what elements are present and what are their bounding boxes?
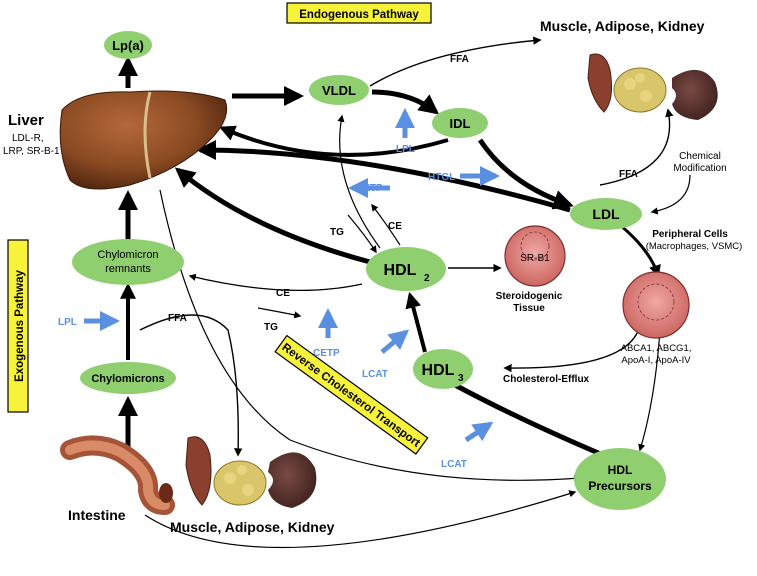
lpl-left-label: LPL: [58, 317, 77, 328]
intestine-illustration: [60, 435, 175, 515]
svg-text:Lp(a): Lp(a): [112, 38, 144, 53]
node-hdl-precursors: HDL Precursors: [574, 448, 666, 510]
cetp-top-label: CETP: [356, 183, 383, 194]
banner-exogenous: Exogenous Pathway: [7, 239, 29, 413]
chemical-mod-line2: Modification: [673, 163, 726, 174]
ffa-right-label: FFA: [619, 169, 638, 180]
svg-text:Chylomicron: Chylomicron: [97, 249, 158, 261]
tg-top-label: TG: [330, 227, 344, 238]
svg-text:HDL: HDL: [608, 463, 633, 477]
svg-text:Endogenous Pathway: Endogenous Pathway: [299, 9, 419, 21]
abc-line1: ABCA1, ABCG1,: [621, 343, 692, 354]
svg-text:Chylomicrons: Chylomicrons: [91, 373, 164, 385]
node-hdl2: HDL 2: [366, 247, 446, 291]
htgl-label: HTGL: [428, 172, 455, 183]
steroidogenic-label-2: Tissue: [513, 303, 545, 314]
sr-b1-label: SR-B1: [520, 253, 550, 264]
svg-text:2: 2: [424, 273, 430, 284]
svg-text:3: 3: [458, 373, 464, 384]
node-ldl: LDL: [570, 198, 642, 230]
steroidogenic-label-1: Steroidogenic: [496, 291, 563, 302]
cholesterol-efflux-label: Cholesterol-Efflux: [503, 374, 590, 385]
svg-text:HDL: HDL: [384, 262, 417, 279]
chemical-mod-line1: Chemical: [679, 151, 721, 162]
svg-text:HDL: HDL: [422, 362, 455, 379]
ce-top-label: CE: [388, 221, 402, 232]
cetp-bottom-label: CETP: [313, 348, 340, 359]
tg-bottom-label: TG: [264, 322, 278, 333]
node-vldl: VLDL: [309, 75, 369, 105]
lpl-top-label: LPL: [396, 144, 415, 155]
liver-receptors-line1: LDL-R,: [12, 133, 44, 144]
liver-label: Liver: [8, 112, 44, 129]
peripheral-cell: [622, 271, 690, 339]
svg-text:LDL: LDL: [592, 206, 620, 222]
ce-bottom-label: CE: [276, 288, 290, 299]
node-chylomicrons: Chylomicrons: [80, 362, 176, 394]
organs-top-illustration: [587, 53, 718, 120]
muscle-bottom-label: Muscle, Adipose, Kidney: [170, 519, 335, 535]
svg-text:VLDL: VLDL: [322, 83, 356, 98]
muscle-top-label: Muscle, Adipose, Kidney: [540, 18, 705, 34]
enzyme-arrows: [84, 108, 500, 443]
banner-reverse-cholesterol: Reverse Cholesterol Transport: [274, 334, 429, 455]
svg-text:remnants: remnants: [105, 263, 151, 275]
node-idl: IDL: [432, 108, 488, 138]
abc-line2: ApoA-I, ApoA-IV: [621, 355, 691, 366]
node-lpa: Lp(a): [104, 31, 152, 59]
intestine-label: Intestine: [68, 507, 126, 523]
svg-text:IDL: IDL: [450, 116, 471, 131]
peripheral-cells-title: Peripheral Cells: [652, 229, 728, 240]
sr-b1-cell: [504, 225, 566, 287]
peripheral-cells-sub: (Macrophages, VSMC): [646, 241, 743, 252]
organs-bottom-illustration: [185, 436, 317, 508]
banner-endogenous: Endogenous Pathway: [286, 2, 432, 24]
node-hdl3: HDL 3: [413, 349, 473, 389]
liver-receptors-line2: LRP, SR-B-1: [3, 146, 60, 157]
svg-text:Exogenous Pathway: Exogenous Pathway: [14, 269, 26, 381]
lcat-label-1: LCAT: [362, 369, 388, 380]
arrows: [118, 36, 691, 549]
node-chylomicron-remnants: Chylomicron remnants: [72, 239, 184, 285]
ffa-top-label: FFA: [450, 54, 469, 65]
svg-text:Reverse Cholesterol Transport: Reverse Cholesterol Transport: [280, 342, 423, 450]
svg-text:Precursors: Precursors: [588, 479, 652, 493]
lcat-label-2: LCAT: [441, 459, 467, 470]
ffa-left-label: FFA: [168, 313, 187, 324]
liver-illustration: [59, 90, 228, 190]
